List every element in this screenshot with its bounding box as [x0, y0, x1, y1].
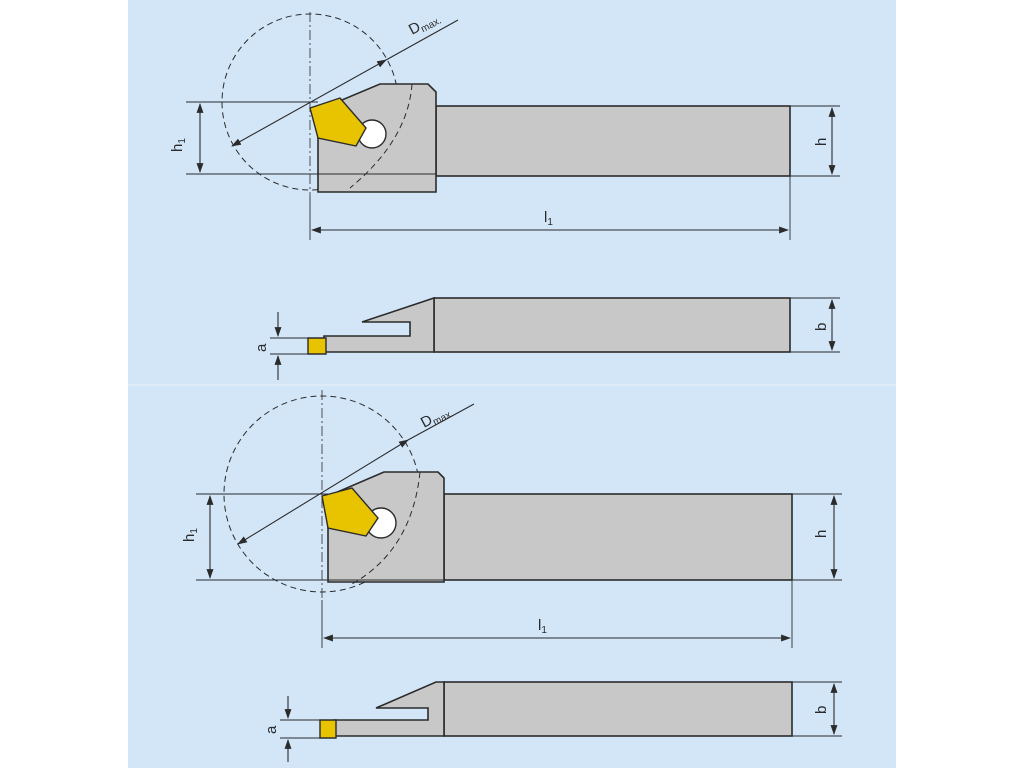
dmax-leader: [385, 19, 459, 61]
l1-label: l1: [544, 209, 553, 228]
shank-top-view: [443, 681, 793, 737]
top-plan-view: a b: [253, 296, 840, 380]
h1-label: h1: [181, 528, 200, 542]
head-arc: [349, 83, 413, 189]
dmax-dimension-line: [237, 439, 409, 545]
top-side-view: Dmax. h1 h l1: [169, 12, 840, 240]
h-label: h: [813, 138, 830, 146]
tool-shank: [435, 105, 791, 177]
bottom-plan-view: a b: [263, 681, 842, 762]
bottom-side-view: Dmax. h1 h l1: [181, 390, 842, 648]
tool-shank: [443, 493, 793, 581]
dmax-dimension-line: [231, 59, 387, 147]
h-label: h: [813, 530, 830, 538]
a-label: a: [263, 725, 280, 734]
dmax-leader: [407, 403, 475, 441]
insert-top-view: [307, 337, 327, 355]
shank-top-view: [433, 297, 791, 353]
a-label: a: [253, 343, 270, 352]
insert-top-view: [319, 719, 337, 739]
h1-label: h1: [169, 138, 188, 152]
b-label: b: [813, 323, 830, 331]
b-label: b: [813, 706, 830, 714]
l1-label: l1: [538, 617, 547, 636]
